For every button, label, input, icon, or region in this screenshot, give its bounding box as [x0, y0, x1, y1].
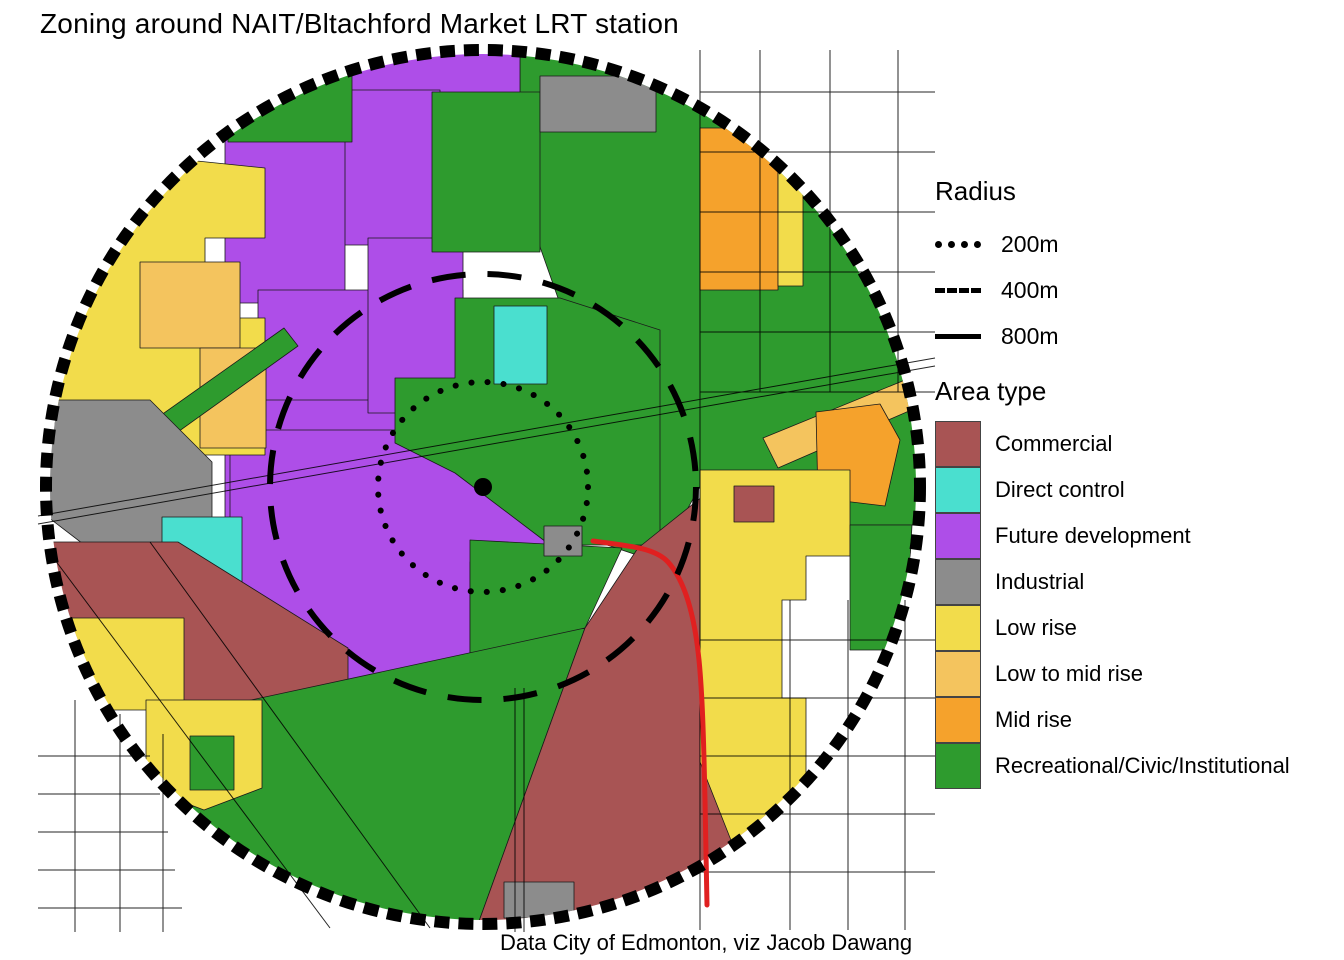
radius-legend-item: 400m — [935, 267, 1335, 313]
radius-circle-800m — [40, 44, 926, 930]
area-label: Future development — [995, 523, 1191, 548]
line-style-sample-800m — [935, 333, 981, 339]
legend-item-mid-rise: Mid rise — [935, 697, 1335, 743]
legend-item-direct-control: Direct control — [935, 467, 1335, 513]
radius-legend-heading: Radius — [935, 176, 1016, 206]
area-legend-heading: Area type — [935, 376, 1047, 406]
color-swatch — [935, 421, 981, 467]
station-marker — [474, 478, 492, 496]
color-swatch — [935, 651, 981, 697]
color-swatch — [935, 559, 981, 605]
area-label: Recreational/Civic/Institutional — [995, 753, 1290, 778]
color-swatch — [935, 513, 981, 559]
legend-item-recreational-civic-institutional: Recreational/Civic/Institutional — [935, 743, 1335, 789]
legend-item-low-to-mid-rise: Low to mid rise — [935, 651, 1335, 697]
radius-label: 400m — [1001, 276, 1059, 303]
radius-label: 200m — [1001, 230, 1059, 257]
line-style-sample-200m — [935, 240, 981, 248]
area-label: Industrial — [995, 569, 1085, 594]
radius-label: 800m — [1001, 322, 1059, 349]
color-swatch — [935, 743, 981, 789]
lrt-line — [590, 538, 710, 908]
radius-legend-item: 800m — [935, 313, 1335, 359]
legend-item-commercial: Commercial — [935, 421, 1335, 467]
road-lines — [37, 50, 936, 932]
area-label: Direct control — [995, 477, 1125, 502]
area-label: Low to mid rise — [995, 661, 1143, 686]
radius-legend-item: 200m — [935, 221, 1335, 267]
legend-item-industrial: Industrial — [935, 559, 1335, 605]
color-swatch — [935, 697, 981, 743]
radius-legend: Radius 200m 400m 800m — [935, 176, 1335, 359]
color-swatch — [935, 467, 981, 513]
radius-circle-200m — [375, 379, 591, 595]
legend-item-future-development: Future development — [935, 513, 1335, 559]
data-credit: Data City of Edmonton, viz Jacob Dawang — [500, 930, 913, 955]
radius-circle-400m — [267, 271, 699, 703]
page-title: Zoning around NAIT/Bltachford Market LRT… — [40, 8, 679, 39]
legend-item-low-rise: Low rise — [935, 605, 1335, 651]
area-label: Low rise — [995, 615, 1077, 640]
color-swatch — [935, 605, 981, 651]
line-style-sample-400m — [935, 287, 981, 293]
area-type-legend: Area type Commercial Direct control Futu… — [935, 376, 1335, 789]
area-label: Mid rise — [995, 707, 1073, 732]
area-label: Commercial — [995, 431, 1113, 456]
